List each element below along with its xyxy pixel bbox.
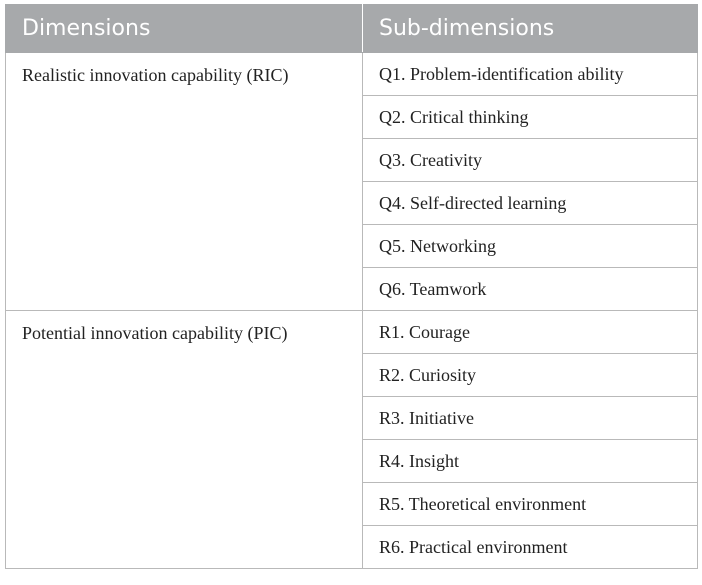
table-row: Q5. Networking	[6, 224, 698, 268]
dimension-cell-pic: Potential innovation capability (PIC)	[5, 310, 363, 569]
table-row: Realistic innovation capability (RIC) Q1…	[5, 52, 698, 311]
sub-dimension-cell: R3. Initiative	[362, 396, 698, 440]
header-sub-dimensions: Sub-dimensions	[362, 4, 698, 53]
sub-dimension-cell: R6. Practical environment	[362, 525, 698, 569]
table-row: R5. Theoretical environment	[6, 482, 698, 526]
table-row: Q2. Critical thinking	[6, 95, 698, 139]
sub-dimension-cell: Q2. Critical thinking	[362, 95, 698, 139]
sub-dimension-cell: R2. Curiosity	[362, 353, 698, 397]
table-row: R4. Insight	[6, 439, 698, 483]
table-row: Q6. Teamwork	[6, 267, 698, 311]
table-body: Realistic innovation capability (RIC) Q1…	[5, 52, 698, 569]
header-row: Dimensions Sub-dimensions	[5, 4, 698, 53]
sub-dimension-cell: R4. Insight	[362, 439, 698, 483]
sub-dimension-cell: Q6. Teamwork	[362, 267, 698, 311]
header-dimensions: Dimensions	[5, 4, 363, 53]
sub-dimension-cell: Q3. Creativity	[362, 138, 698, 182]
table-row: Q3. Creativity	[6, 138, 698, 182]
dimensions-table: Dimensions Sub-dimensions Realistic inno…	[5, 4, 698, 569]
dimension-cell-ric: Realistic innovation capability (RIC)	[5, 52, 363, 311]
sub-dimension-cell: Q4. Self-directed learning	[362, 181, 698, 225]
table-row: Potential innovation capability (PIC) R1…	[5, 310, 698, 569]
dimensions-table-container: Dimensions Sub-dimensions Realistic inno…	[5, 4, 698, 569]
table-header: Dimensions Sub-dimensions	[5, 4, 698, 53]
sub-dimension-cell: Q1. Problem-identification ability	[362, 52, 698, 96]
table-row: R2. Curiosity	[6, 353, 698, 397]
sub-dimension-cell: R1. Courage	[362, 310, 698, 354]
table-row: R6. Practical environment	[6, 525, 698, 569]
sub-dimension-cell: R5. Theoretical environment	[362, 482, 698, 526]
sub-dimension-cell: Q5. Networking	[362, 224, 698, 268]
table-row: R3. Initiative	[6, 396, 698, 440]
